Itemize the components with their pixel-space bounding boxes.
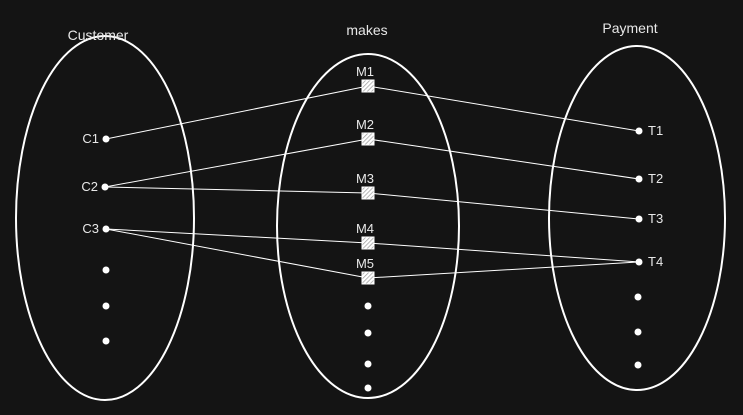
link-line-c2-m2: [104, 138, 369, 188]
customer-label-c3: C3: [82, 221, 99, 236]
more-dot-payment-2: [634, 328, 642, 336]
relationship-node-m5: [361, 271, 375, 285]
payment-node-t3: [635, 215, 643, 223]
payment-node-t4: [635, 258, 643, 266]
customer-node-c1: [102, 135, 110, 143]
relationship-node-m1: [361, 79, 375, 93]
payment-label-t3: T3: [648, 211, 664, 226]
more-dot-payment-3: [634, 361, 642, 369]
link-line-m5-t4: [367, 261, 640, 279]
payment-label-t2: T2: [648, 171, 664, 186]
link-line-c3-m4: [105, 228, 369, 244]
customer-label-c1: C1: [82, 131, 99, 146]
more-dot-customer-3: [102, 337, 110, 345]
customer-label-c2: C2: [81, 179, 98, 194]
more-dot-makes-2: [364, 329, 372, 337]
payment-label-t4: T4: [648, 254, 664, 269]
relationship-label-m4: M4: [355, 221, 375, 236]
set-title-payment: Payment: [602, 20, 658, 36]
more-dot-payment-1: [634, 293, 642, 301]
more-dot-makes-3: [364, 360, 372, 368]
relationship-label-m2: M2: [355, 117, 375, 132]
relationship-node-m3: [361, 186, 375, 200]
link-line-m2-t2: [367, 138, 640, 180]
relationship-node-m4: [361, 236, 375, 250]
link-line-c2-m3: [104, 186, 369, 194]
ellipse-makes: [276, 53, 460, 399]
link-line-m3-t3: [367, 192, 640, 220]
relationship-node-m2: [361, 132, 375, 146]
link-line-m4-t4: [367, 242, 640, 263]
ellipse-customer: [15, 35, 195, 401]
customer-node-c2: [101, 183, 109, 191]
ellipse-payment: [548, 45, 726, 391]
payment-label-t1: T1: [648, 123, 664, 138]
payment-node-t2: [635, 175, 643, 183]
customer-node-c3: [102, 225, 110, 233]
more-dot-makes-1: [364, 302, 372, 310]
link-line-c3-m5: [105, 228, 369, 279]
link-line-m1-t1: [367, 85, 640, 132]
set-title-customer: Customer: [67, 27, 129, 43]
relationship-label-m5: M5: [355, 256, 375, 271]
more-dot-customer-2: [102, 302, 110, 310]
relationship-label-m1: M1: [355, 64, 375, 79]
set-title-makes: makes: [346, 22, 388, 38]
payment-node-t1: [635, 127, 643, 135]
more-dot-makes-4: [364, 384, 372, 392]
link-line-c1-m1: [105, 85, 369, 140]
more-dot-customer-1: [102, 266, 110, 274]
relationship-label-m3: M3: [355, 171, 375, 186]
